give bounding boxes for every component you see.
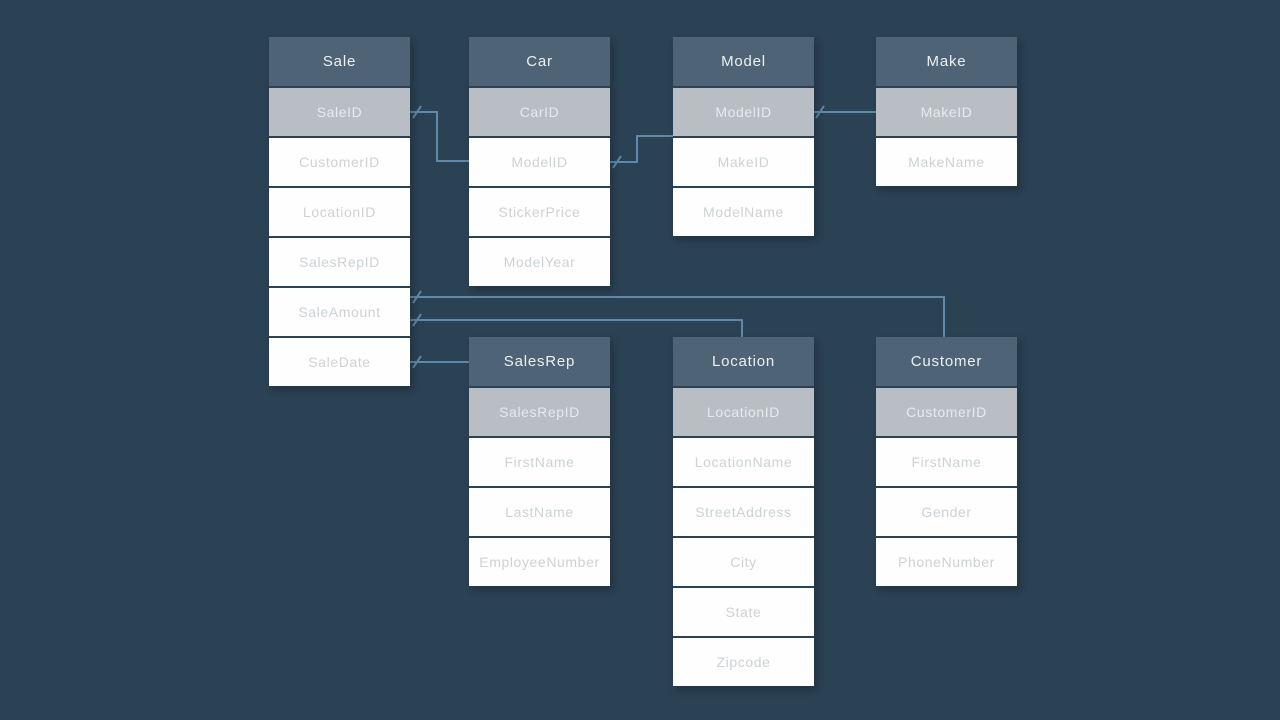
field-row-modelid: ModelID [469,138,610,186]
connector-sale-to-customer [410,296,945,337]
table-title-make: Make [876,37,1017,86]
table-title-salesrep: SalesRep [469,337,610,386]
table-title-model: Model [673,37,814,86]
field-row-lastname: LastName [469,488,610,536]
field-row-phonenumber: PhoneNumber [876,538,1017,586]
cardinality-tick-sale-to-location [412,313,422,327]
primary-key-row-carid: CarID [469,88,610,136]
field-row-salesrepid: SalesRepID [269,238,410,286]
field-row-locationname: LocationName [673,438,814,486]
cardinality-tick-model-modelid-to-make-makeid [815,105,825,119]
cardinality-tick-sale-saleid-to-car-modelid [412,105,422,119]
field-row-zipcode: Zipcode [673,638,814,686]
field-row-customerid: CustomerID [269,138,410,186]
field-row-modelyear: ModelYear [469,238,610,286]
field-row-saleamount: SaleAmount [269,288,410,336]
field-row-makename: MakeName [876,138,1017,186]
field-row-state: State [673,588,814,636]
field-row-locationid: LocationID [269,188,410,236]
primary-key-row-saleid: SaleID [269,88,410,136]
primary-key-row-salesrepid: SalesRepID [469,388,610,436]
connector-sale-to-location [410,319,743,337]
primary-key-row-customerid: CustomerID [876,388,1017,436]
table-title-sale: Sale [269,37,410,86]
table-title-location: Location [673,337,814,386]
field-row-employeenumber: EmployeeNumber [469,538,610,586]
field-row-stickerprice: StickerPrice [469,188,610,236]
connector-sale-saleid-to-car-modelid [410,111,469,162]
table-title-customer: Customer [876,337,1017,386]
table-title-car: Car [469,37,610,86]
cardinality-tick-sale-saledate-to-salesrep [412,355,422,369]
cardinality-tick-sale-to-customer [412,290,422,304]
field-row-modelname: ModelName [673,188,814,236]
field-row-firstname: FirstName [469,438,610,486]
field-row-city: City [673,538,814,586]
field-row-gender: Gender [876,488,1017,536]
primary-key-row-locationid: LocationID [673,388,814,436]
field-row-firstname: FirstName [876,438,1017,486]
connector-car-modelid-to-model [610,135,673,163]
primary-key-row-modelid: ModelID [673,88,814,136]
field-row-saledate: SaleDate [269,338,410,386]
primary-key-row-makeid: MakeID [876,88,1017,136]
cardinality-tick-car-modelid-to-model [612,155,622,169]
field-row-streetaddress: StreetAddress [673,488,814,536]
field-row-makeid: MakeID [673,138,814,186]
